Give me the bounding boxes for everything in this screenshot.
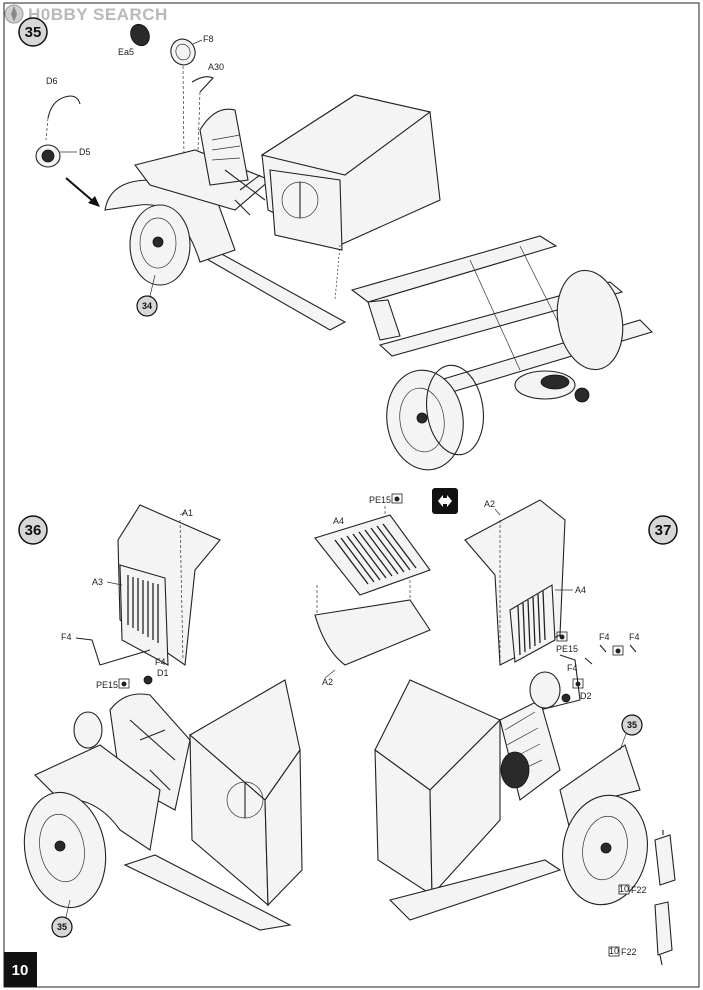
part-d6-hose <box>47 95 81 119</box>
center-detail: PE15 A4 A2 <box>314 488 458 687</box>
photo-etch-icon-center <box>391 493 403 504</box>
part-f8-lamp <box>170 38 196 66</box>
label-a4-center: A4 <box>333 516 344 526</box>
photo-etch-icon-right-2 <box>572 645 624 689</box>
choose-option-icon <box>432 488 458 514</box>
sub-step-35-number-a: 35 <box>57 922 67 932</box>
sub-step-34-number: 34 <box>142 301 152 311</box>
photo-etch-icon <box>118 678 130 689</box>
part-ref-box-10-b: 10 <box>608 946 620 957</box>
part-f22-shock-upper <box>654 830 676 886</box>
step-37: 37 A2 A4 PE15 F4 F4 F4 <box>374 499 678 966</box>
label-a2: A2 <box>484 499 495 509</box>
step-37-number: 37 <box>655 522 672 539</box>
part-a3-grille-panel <box>119 564 169 666</box>
part-a30-bracket <box>191 76 214 93</box>
label-f4-b: F4 <box>155 657 166 667</box>
page-number-box: 10 <box>4 952 37 987</box>
label-a3: A3 <box>92 577 103 587</box>
label-d5: D5 <box>79 147 91 157</box>
label-a2-center: A2 <box>322 677 333 687</box>
part-ref-box-10-a: 10 <box>618 884 630 895</box>
compass-logo-icon <box>4 4 24 24</box>
label-pe15-right: PE15 <box>556 644 578 654</box>
step-36-number: 36 <box>25 522 42 539</box>
part-d5-cap <box>35 144 61 168</box>
step-35: 35 Ea5 F8 A30 D6 D5 <box>18 17 654 471</box>
label-f4-right-a: F4 <box>599 632 610 642</box>
label-f8: F8 <box>203 34 214 44</box>
part-a4-grille-right <box>509 584 556 663</box>
label-d6: D6 <box>46 76 58 86</box>
label-pe15: PE15 <box>96 680 118 690</box>
sub-step-ref-35-a: 35 <box>51 916 73 938</box>
page-number: 10 <box>12 962 29 979</box>
truck-assembly-35 <box>104 94 654 471</box>
f22-ref-1: 10 <box>619 884 629 894</box>
photo-etch-icon-right <box>556 631 568 642</box>
step-35-number: 35 <box>25 24 42 41</box>
label-a1: A1 <box>182 508 193 518</box>
step-36-badge: 36 <box>18 515 48 545</box>
step-37-badge: 37 <box>648 515 678 545</box>
label-f4: F4 <box>61 632 72 642</box>
part-a2-panel-center <box>314 599 431 666</box>
sub-step-ref-34: 34 <box>136 295 158 317</box>
label-a4: A4 <box>575 585 586 595</box>
watermark-text: H0BBY SEARCH <box>28 5 168 24</box>
direction-arrow <box>65 177 100 207</box>
part-a4-grille <box>314 514 431 596</box>
label-f4-right-b: F4 <box>629 632 640 642</box>
sub-step-ref-35-b: 35 <box>621 714 643 736</box>
label-f22-a: F22 <box>631 885 647 895</box>
label-d1: D1 <box>157 668 169 678</box>
part-f4-rod <box>75 637 151 666</box>
label-d2: D2 <box>580 691 592 701</box>
step-35-badge: 35 <box>18 17 48 47</box>
sub-step-35-number-b: 35 <box>627 720 637 730</box>
step-36: 36 A1 A3 F4 PE15 F4 D1 <box>18 504 303 938</box>
part-f22-shock-lower <box>654 901 673 966</box>
label-f22-b: F22 <box>621 947 637 957</box>
label-f4-right-c: F4 <box>567 663 578 673</box>
label-ea5: Ea5 <box>118 47 134 57</box>
truck-assembly-36 <box>23 679 303 931</box>
truck-assembly-37 <box>374 671 649 921</box>
label-pe15-center: PE15 <box>369 495 391 505</box>
page-border <box>3 2 700 988</box>
part-ea5-lens <box>130 23 150 47</box>
watermark: H0BBY SEARCH <box>4 4 168 24</box>
f22-ref-2: 10 <box>609 946 619 956</box>
label-a30: A30 <box>208 62 224 72</box>
